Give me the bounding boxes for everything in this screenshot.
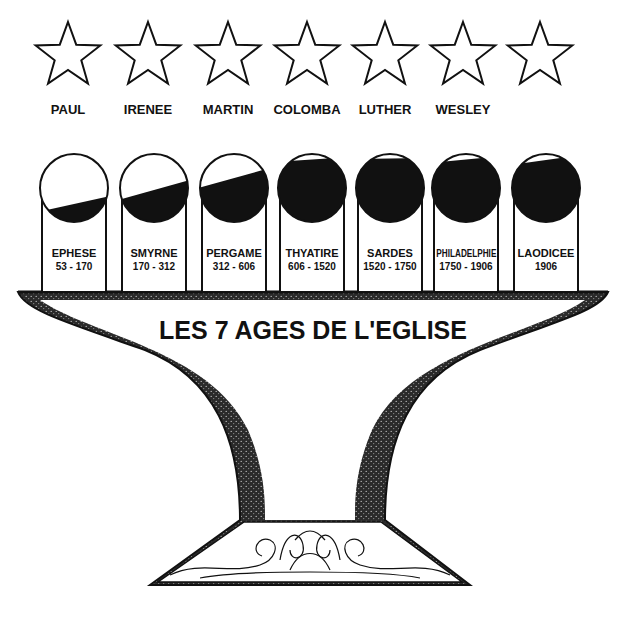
candle-node: EPHESE53 - 170: [38, 150, 110, 292]
star-outline: [196, 22, 261, 84]
date-range: 170 - 312: [133, 260, 175, 273]
star-outline: [508, 22, 573, 84]
lamp-outline: [200, 154, 268, 222]
lamp-darkness: [198, 168, 270, 230]
star-node: LUTHER: [343, 18, 427, 122]
lamp-outline: [432, 154, 500, 222]
star-shape: [265, 18, 349, 98]
date-range: 53 - 170: [56, 260, 93, 273]
candle-node: THYATIRE606 - 1520: [276, 150, 348, 292]
leader-name: IRENEE: [106, 102, 190, 117]
star-node: IRENEE: [106, 18, 190, 122]
lamp-outline: [120, 154, 188, 222]
church-name: SMYRNE: [130, 246, 177, 260]
star-outline: [431, 22, 496, 84]
candle-node: SMYRNE170 - 312: [118, 150, 190, 292]
star-outline: [116, 22, 181, 84]
star-node: WESLEY: [421, 18, 505, 122]
leader-name: LUTHER: [343, 102, 427, 117]
date-range: 1906: [535, 260, 557, 273]
star-shape: [421, 18, 505, 98]
diagram-title: LES 7 AGES DE L'EGLISE: [0, 316, 626, 345]
star-outline: [36, 22, 101, 84]
church-name: LAODICEE: [518, 246, 575, 260]
star-node: PAUL: [26, 18, 110, 122]
lamp-darkness: [354, 158, 426, 230]
lamp-outline: [512, 154, 580, 222]
star-node: COLOMBA: [265, 18, 349, 122]
star-node: MARTIN: [186, 18, 270, 122]
date-range: 1750 - 1906: [439, 260, 492, 273]
star-shape: [186, 18, 270, 98]
church-name: THYATIRE: [285, 246, 338, 260]
star-shape: [26, 18, 110, 98]
lamp-darkness: [276, 157, 348, 230]
star-outline: [353, 22, 418, 84]
date-range: 312 - 606: [213, 260, 255, 273]
base-ornament: [170, 531, 450, 578]
lampstand-base: [158, 522, 462, 582]
lamp-darkness: [38, 196, 110, 230]
date-range: 606 - 1520: [288, 260, 336, 273]
date-range: 1520 - 1750: [363, 260, 416, 273]
lamp-darkness: [510, 155, 582, 230]
church-name: PERGAME: [206, 246, 262, 260]
candle-node: LAODICEE1906: [510, 150, 582, 292]
candle-node: PHILADELPHIE1750 - 1906: [430, 150, 502, 292]
leader-name: WESLEY: [421, 102, 505, 117]
church-name: PHILADELPHIE: [436, 246, 496, 260]
leader-name: COLOMBA: [265, 102, 349, 117]
lamp-outline: [40, 154, 108, 222]
church-name: EPHESE: [52, 246, 97, 260]
lamp-outline: [278, 154, 346, 222]
candle-node: PERGAME312 - 606: [198, 150, 270, 292]
candle-node: SARDES1520 - 1750: [354, 150, 426, 292]
star-outline: [275, 22, 340, 84]
church-name: SARDES: [367, 246, 413, 260]
lamp-outline: [356, 154, 424, 222]
star-shape: [106, 18, 190, 98]
leader-name: PAUL: [26, 102, 110, 117]
leader-name: MARTIN: [186, 102, 270, 117]
lamp-darkness: [430, 156, 502, 230]
star-shape: [343, 18, 427, 98]
